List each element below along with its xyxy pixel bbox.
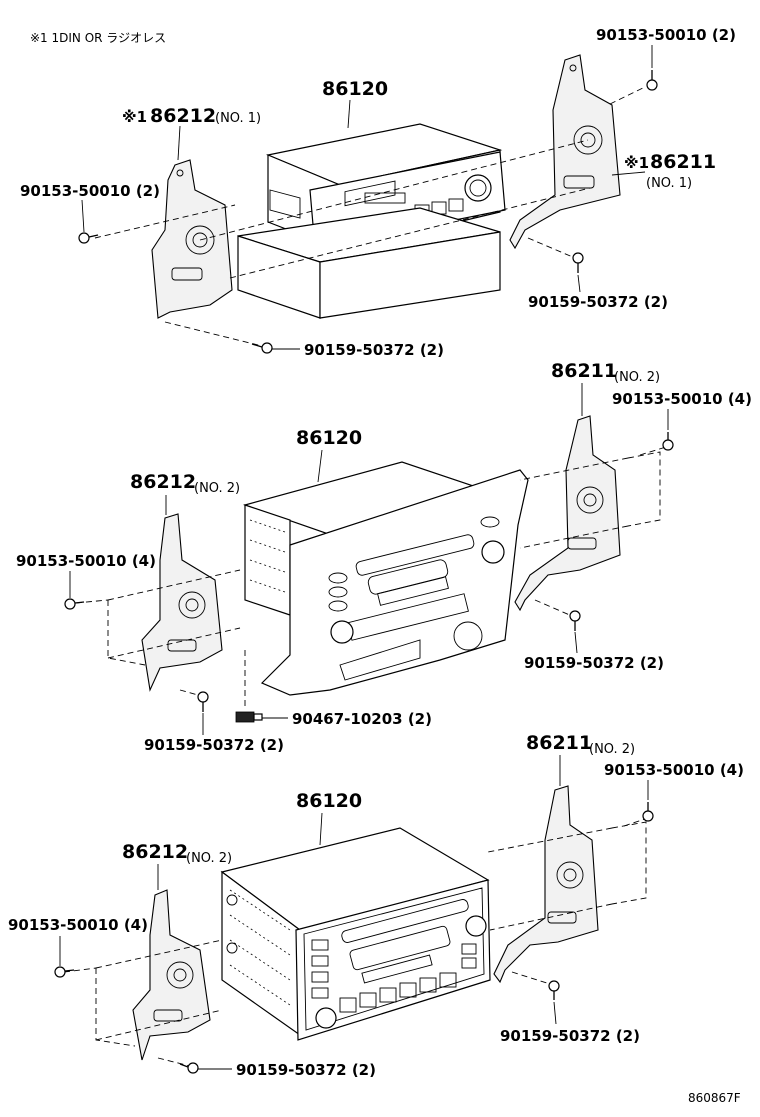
screw-label: 90153-50010 (4) — [16, 552, 156, 570]
faceplate-bottom — [295, 879, 491, 1041]
right-bracket-top — [509, 54, 621, 250]
bracket-right-qualifier: (NO. 2) — [614, 370, 660, 385]
bracket-right-prefix: ※1 — [624, 154, 649, 172]
bracket-left-qualifier: (NO. 2) — [194, 481, 240, 496]
screw-icon — [54, 966, 75, 978]
screw-label: 90159-50372 (2) — [144, 736, 284, 754]
bracket-left-qualifier: (NO. 2) — [186, 851, 232, 866]
unit-label-middle: 86120 — [296, 427, 362, 449]
bracket-right-qualifier: (NO. 2) — [589, 742, 635, 757]
screw-label: 90153-50010 (2) — [20, 182, 160, 200]
screw-label: 90153-50010 (4) — [612, 390, 752, 408]
screw-icon — [78, 232, 99, 244]
screw-label: 90159-50372 (2) — [524, 654, 664, 672]
screw-icon — [64, 598, 85, 610]
header-note: ※1 1DIN OR ラジオレス — [30, 31, 166, 45]
bracket-left-part: 86212 — [122, 841, 188, 863]
right-bracket-bottom — [493, 785, 599, 984]
screw-icon — [646, 70, 658, 91]
screw-label: 90159-50372 (2) — [236, 1061, 376, 1079]
clip-label: 90467-10203 (2) — [292, 710, 432, 728]
screw-icon — [572, 252, 584, 273]
screw-icon — [662, 432, 674, 451]
screw-label: 90153-50010 (2) — [596, 26, 736, 44]
figure-id: 860867F — [688, 1091, 741, 1105]
faceplate-middle — [260, 469, 529, 696]
bracket-left-part: 86212 — [150, 105, 216, 127]
left-bracket-bottom — [132, 889, 211, 1061]
pocket-box-top — [237, 207, 501, 319]
radio-unit-middle — [242, 461, 518, 616]
left-bracket-middle — [141, 513, 223, 692]
section-top: 86120 — [20, 26, 736, 359]
screw-label: 90153-50010 (4) — [604, 761, 744, 779]
screw-label: 90159-50372 (2) — [304, 341, 444, 359]
bracket-right-part: 86211 — [526, 732, 592, 754]
screw-icon — [642, 802, 654, 822]
screw-label: 90153-50010 (4) — [8, 916, 148, 934]
bracket-right-qualifier: (NO. 1) — [646, 176, 692, 191]
screw-icon — [197, 691, 209, 712]
bracket-right-part: 86211 — [551, 360, 617, 382]
right-bracket-middle — [514, 415, 621, 612]
bracket-right-part: 86211 — [650, 151, 716, 173]
screw-label: 90159-50372 (2) — [528, 293, 668, 311]
screw-icon — [548, 980, 560, 1000]
screw-icon — [569, 610, 581, 631]
section-middle: 86120 — [16, 360, 752, 754]
bracket-left-qualifier: (NO. 1) — [215, 111, 261, 126]
clip-icon — [235, 711, 263, 723]
screw-icon — [251, 342, 273, 354]
unit-label-top: 86120 — [322, 78, 388, 100]
unit-label-bottom: 86120 — [296, 790, 362, 812]
left-bracket-top — [151, 159, 233, 319]
screw-label: 90159-50372 (2) — [500, 1027, 640, 1045]
bracket-left-part: 86212 — [130, 471, 196, 493]
leader-line — [347, 99, 351, 129]
screw-icon — [179, 1062, 199, 1074]
bracket-left-prefix: ※1 — [122, 108, 147, 126]
section-bottom: 86120 — [8, 732, 744, 1079]
